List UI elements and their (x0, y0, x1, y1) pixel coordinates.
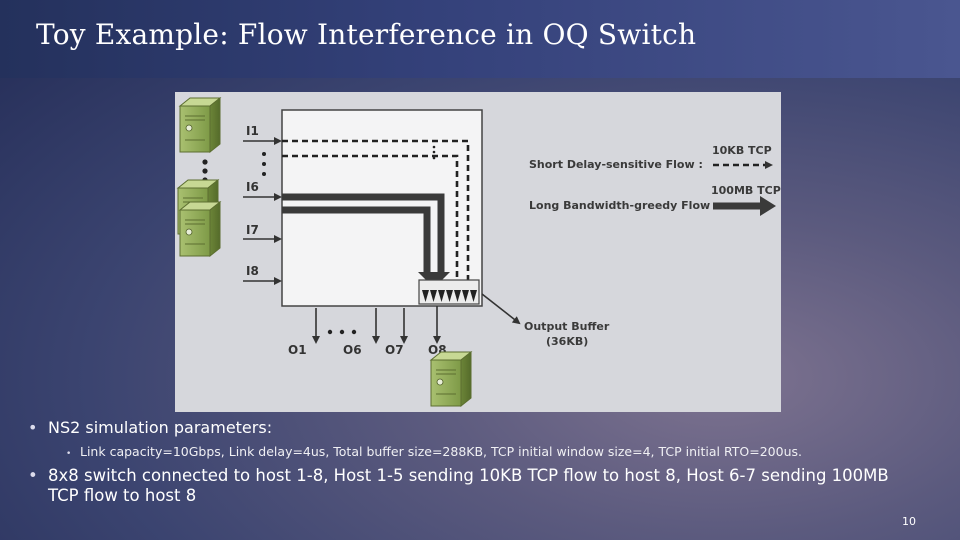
legend-long-flow-arrowhead (760, 196, 776, 216)
output-label-o6: O6 (343, 343, 362, 357)
title-band (0, 0, 960, 78)
switch-diagram-svg: I1 I6 I7 I8 (177, 97, 781, 407)
input-label-i6: I6 (246, 180, 259, 194)
legend-short-flow-size: 10KB TCP (712, 144, 772, 157)
output-ellipsis-dots (327, 329, 357, 335)
bullet-ns2-parameters: • NS2 simulation parameters: (28, 418, 272, 437)
slide-number: 10 (902, 515, 916, 528)
sub-bullet-marker: • (66, 449, 72, 459)
buffer-pointer-arrow (481, 293, 521, 325)
output-host-8 (430, 351, 472, 407)
output-label-o1: O1 (288, 343, 307, 357)
short-flow-path-inner (282, 154, 459, 290)
input-host-7 (179, 201, 221, 257)
short-flow-ellipsis-dots (432, 145, 436, 160)
legend-short-flow-label: Short Delay-sensitive Flow : (529, 158, 703, 171)
bullet-ns2-text: NS2 simulation parameters: (48, 418, 273, 437)
bullet-ns2-sub-item: • Link capacity=10Gbps, Link delay=4us, T… (66, 444, 802, 459)
output-label-o7: O7 (385, 343, 404, 357)
buffer-size-label: (36KB) (546, 335, 588, 348)
long-flow-path-i7 (282, 206, 431, 272)
bullet-switch-setup: • 8x8 switch connected to host 1-8, Host … (28, 466, 908, 506)
input-label-i1: I1 (246, 124, 259, 138)
bullet-marker: • (28, 418, 38, 437)
input-label-i7: I7 (246, 223, 259, 237)
slide-title: Toy Example: Flow Interference in OQ Swi… (36, 18, 697, 51)
buffer-label: Output Buffer (524, 320, 610, 333)
long-flow-path-i6 (282, 193, 445, 272)
host-ellipsis-dots (202, 159, 208, 183)
input-label-i8: I8 (246, 264, 259, 278)
input-ellipsis-dots (262, 152, 266, 176)
short-flow-path-outer (282, 139, 470, 290)
input-host-1 (179, 97, 221, 153)
legend-long-flow-size: 100MB TCP (711, 184, 781, 197)
sub-bullet-text: Link capacity=10Gbps, Link delay=4us, To… (80, 444, 802, 459)
bullet-marker: • (28, 466, 38, 485)
bullet-switch-text: 8x8 switch connected to host 1-8, Host 1… (48, 466, 889, 505)
switch-diagram: I1 I6 I7 I8 (175, 92, 781, 412)
legend-long-flow-label: Long Bandwidth-greedy Flow : (529, 199, 718, 212)
output-buffer-packets (422, 290, 477, 302)
